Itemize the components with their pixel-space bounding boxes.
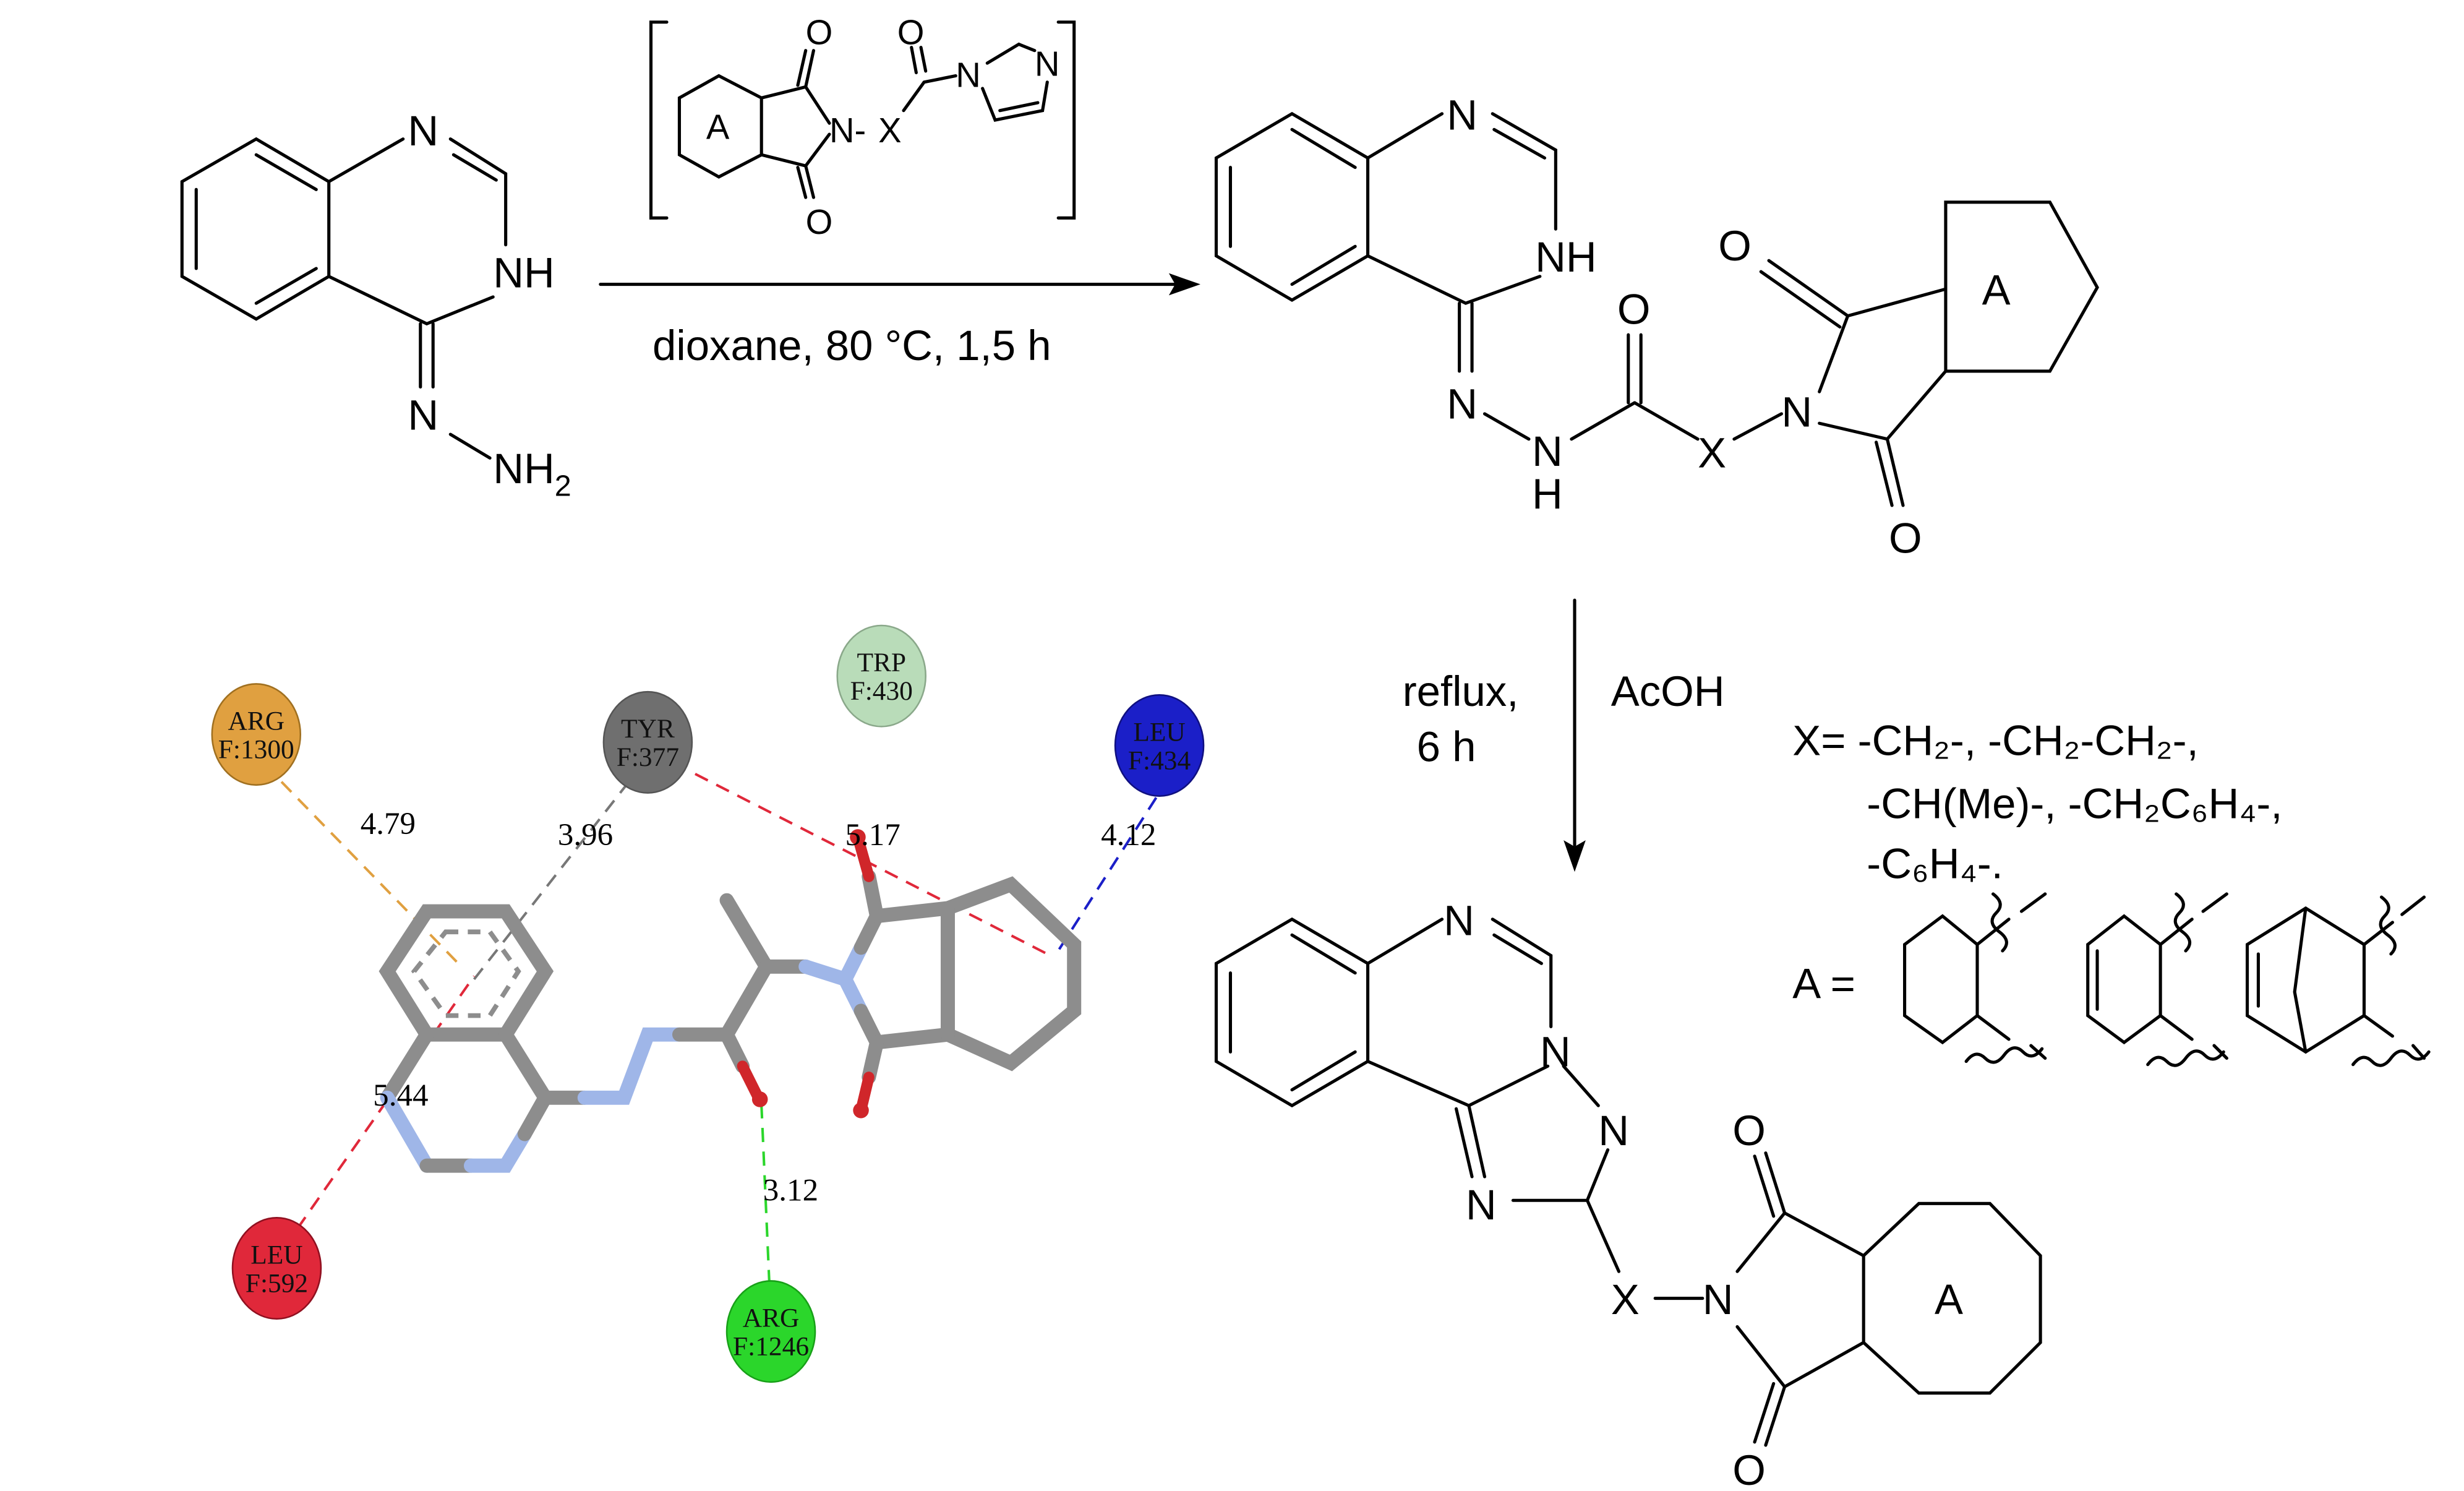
distance-label: 3.12 — [763, 1173, 818, 1208]
atom-n: N — [1444, 896, 1474, 944]
ring-cyclohexane — [1903, 892, 2047, 1064]
atom-x: X — [1611, 1276, 1640, 1323]
atom-n: N — [1532, 428, 1563, 475]
ring-cyclohexene — [2086, 892, 2228, 1067]
intermediate-product: N NH N N H O X N O O A — [1214, 91, 2099, 562]
atom-n-hydrazone: N — [408, 391, 438, 439]
residue-disc — [211, 683, 302, 786]
residue-arg-1300: ARG F:1300 — [211, 683, 302, 786]
residue-disc — [602, 690, 693, 794]
atom-n: N — [408, 107, 438, 155]
conditions-reflux: reflux, — [1403, 668, 1519, 715]
interaction-line-arg1300 — [280, 781, 460, 965]
oxygen-atom — [751, 1091, 768, 1107]
reaction-arrow-2: reflux, 6 h AcOH — [1403, 598, 1725, 872]
interaction-line-tyr377 — [473, 781, 630, 981]
residue-name: TRP — [857, 648, 906, 677]
distance-label: 3.96 — [558, 818, 613, 853]
distance-label: 5.17 — [845, 818, 900, 853]
atom-nh2: NH2 — [493, 445, 571, 502]
atom-o: O — [1617, 285, 1651, 333]
atom-n: N — [1781, 388, 1812, 436]
oxygen-atom — [853, 1102, 869, 1119]
atom-n: N — [1035, 45, 1060, 84]
x-definition-line1: X= -CH₂-, -CH₂-CH₂-, — [1792, 716, 2198, 764]
final-product: N N N N X N O O A — [1214, 896, 2042, 1491]
atom-n: N- — [829, 111, 866, 150]
atom-x: X — [1698, 429, 1726, 477]
reaction-arrow-1: dioxane, 80 °C, 1,5 h — [599, 273, 1200, 369]
atom-n: N — [1447, 380, 1478, 428]
residue-disc — [1114, 694, 1205, 797]
atom-o: O — [806, 202, 833, 241]
atom-o: O — [1718, 222, 1752, 270]
residue-id: F:1300 — [218, 734, 294, 764]
atom-o: O — [1889, 515, 1922, 562]
distance-label: 5.44 — [373, 1078, 428, 1113]
ring-label-a: A — [1935, 1276, 1963, 1323]
oxygen-atom — [850, 829, 866, 845]
x-definition-line2: -CH(Me)-, -CH₂C₆H₄-, — [1867, 780, 2282, 827]
atom-o: O — [806, 12, 833, 51]
residue-id: F:592 — [246, 1268, 308, 1298]
residue-id: F:1246 — [733, 1331, 809, 1361]
interaction-line-tyr377-pi — [695, 773, 1051, 957]
residue-trp-430: TRP F:430 — [836, 624, 927, 728]
atom-h: H — [1532, 470, 1563, 518]
residue-leu-434: LEU F:434 — [1114, 694, 1205, 797]
atom-o: O — [1732, 1107, 1766, 1154]
atom-n: N — [1466, 1181, 1497, 1229]
ring-label-a: A — [1982, 267, 2011, 314]
distance-label: 4.79 — [361, 807, 416, 841]
residue-name: ARG — [228, 706, 284, 736]
conditions-time: 6 h — [1417, 723, 1476, 771]
residue-id: F:434 — [1128, 746, 1191, 775]
ligand-stick-model — [379, 829, 1082, 1173]
residue-disc — [725, 1280, 816, 1383]
atom-n: N — [1703, 1276, 1734, 1323]
substituent-definitions: X= -CH₂-, -CH₂-CH₂-, -CH(Me)-, -CH₂C₆H₄-… — [1792, 716, 2431, 1067]
residue-tyr-377: TYR F:377 — [602, 690, 693, 794]
residue-name: TYR — [621, 714, 675, 744]
atom-nh: NH — [493, 249, 555, 297]
residue-name: LEU — [250, 1240, 302, 1270]
residue-name: LEU — [1133, 717, 1185, 747]
atom-nh: NH — [1535, 233, 1597, 281]
docking-diagram: ARG F:1300 TYR F:377 TRP F:430 LEU F:434… — [211, 624, 1205, 1383]
residue-name: ARG — [743, 1303, 800, 1333]
atom-n: N — [1447, 91, 1478, 139]
ring-norbornene — [2246, 895, 2431, 1067]
atom-o: O — [897, 12, 925, 51]
residue-disc — [836, 624, 927, 728]
residue-leu-592: LEU F:592 — [231, 1217, 322, 1320]
atom-n: N — [1598, 1107, 1629, 1154]
x-definition-line3: -C₆H₄-. — [1867, 840, 2003, 887]
atom-o: O — [1732, 1446, 1766, 1491]
atom-n: N — [956, 55, 981, 94]
ring-label-a: A — [706, 108, 730, 147]
residue-arg-1246: ARG F:1246 — [725, 1280, 816, 1383]
starting-material: N NH N NH2 — [180, 107, 571, 503]
conditions-step1: dioxane, 80 °C, 1,5 h — [652, 322, 1051, 369]
residue-disc — [231, 1217, 322, 1320]
residue-id: F:430 — [850, 676, 913, 706]
distance-label: 4.12 — [1101, 818, 1156, 853]
residue-id: F:377 — [617, 742, 679, 772]
conditions-solvent: AcOH — [1611, 668, 1725, 715]
reagent-bracketed: A O O N- X O N N — [649, 12, 1076, 241]
a-definition-label: A = — [1792, 960, 1855, 1007]
interaction-line-leu434 — [1054, 797, 1158, 956]
atom-x: X — [878, 111, 901, 150]
atom-n: N — [1540, 1028, 1571, 1075]
interaction-line-arg1246 — [760, 1105, 771, 1284]
